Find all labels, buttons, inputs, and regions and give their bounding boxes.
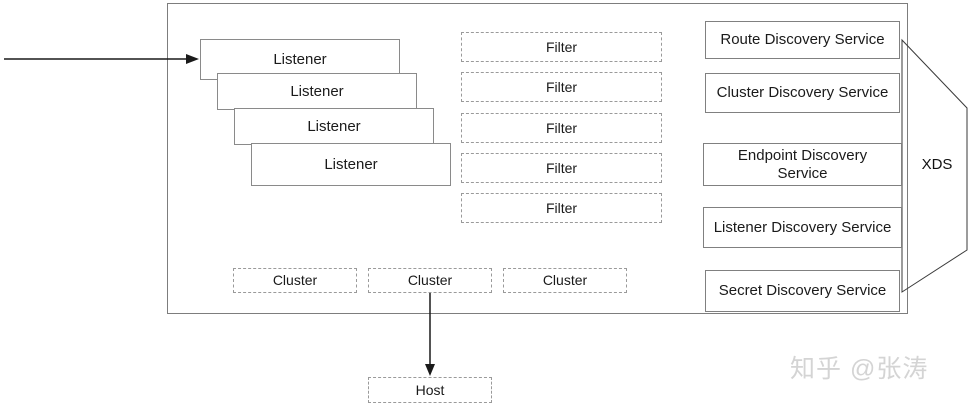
listener-label: Listener bbox=[290, 82, 344, 100]
filter-box: Filter bbox=[461, 113, 662, 143]
host-label: Host bbox=[415, 381, 445, 398]
route-discovery-service-box: Route Discovery Service bbox=[705, 21, 900, 59]
endpoint-discovery-service-label: Endpoint Discovery Service bbox=[737, 147, 868, 182]
filter-label: Filter bbox=[545, 78, 578, 95]
host-box: Host bbox=[368, 377, 492, 403]
cluster-box: Cluster bbox=[233, 268, 357, 293]
listener-label: Listener bbox=[273, 50, 327, 68]
xds-label: XDS bbox=[921, 156, 953, 173]
filter-box: Filter bbox=[461, 153, 662, 183]
listener-box: Listener bbox=[217, 73, 417, 110]
filter-label: Filter bbox=[545, 119, 578, 136]
cluster-discovery-service-label: Cluster Discovery Service bbox=[716, 84, 889, 102]
listener-box: Listener bbox=[234, 108, 434, 145]
secret-discovery-service-label: Secret Discovery Service bbox=[718, 282, 887, 300]
endpoint-discovery-service-box: Endpoint Discovery Service bbox=[703, 143, 902, 186]
filter-box: Filter bbox=[461, 72, 662, 102]
listener-label: Listener bbox=[307, 117, 361, 135]
listener-discovery-service-box: Listener Discovery Service bbox=[703, 207, 902, 248]
listener-discovery-service-label: Listener Discovery Service bbox=[713, 218, 892, 236]
filter-label: Filter bbox=[545, 199, 578, 216]
secret-discovery-service-box: Secret Discovery Service bbox=[705, 270, 900, 312]
filter-box: Filter bbox=[461, 193, 662, 223]
watermark: 知乎 @张涛 bbox=[790, 355, 929, 383]
listener-box: Listener bbox=[251, 143, 451, 186]
cluster-box: Cluster bbox=[503, 268, 627, 293]
filter-label: Filter bbox=[545, 159, 578, 176]
cluster-box: Cluster bbox=[368, 268, 492, 293]
cluster-label: Cluster bbox=[407, 272, 453, 289]
cluster-label: Cluster bbox=[272, 272, 318, 289]
filter-label: Filter bbox=[545, 38, 578, 55]
cluster-label: Cluster bbox=[542, 272, 588, 289]
cluster-discovery-service-box: Cluster Discovery Service bbox=[705, 73, 900, 113]
filter-box: Filter bbox=[461, 32, 662, 62]
route-discovery-service-label: Route Discovery Service bbox=[720, 31, 885, 49]
listener-label: Listener bbox=[324, 155, 378, 173]
